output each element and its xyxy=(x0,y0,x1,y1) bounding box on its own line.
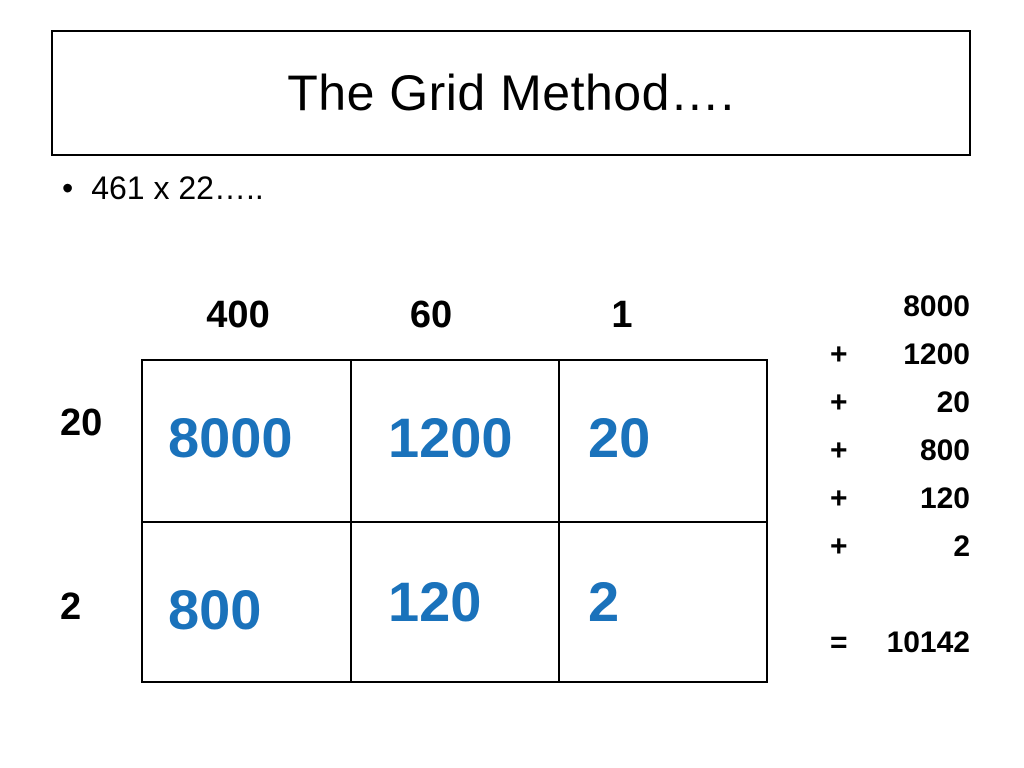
sum-operator: + xyxy=(830,338,848,371)
sum-operator: + xyxy=(830,434,848,467)
sum-total: 10142 xyxy=(886,626,970,659)
sum-line-2: + 1200 xyxy=(830,338,970,372)
sum-operator: + xyxy=(830,482,848,515)
grid-cell-r2-c2: 120 xyxy=(388,570,482,633)
sum-value: 800 xyxy=(919,434,970,467)
column-header-60: 60 xyxy=(409,294,453,336)
sum-value: 8000 xyxy=(903,290,970,323)
sum-line-5: + 120 xyxy=(830,482,970,516)
sum-total-line: = 10142 xyxy=(830,626,970,660)
sum-operator: + xyxy=(830,530,848,563)
grid-cell-r1-c1: 8000 xyxy=(168,406,293,469)
sum-line-3: + 20 xyxy=(830,386,970,420)
sum-equals: = xyxy=(830,626,848,659)
row-header-20: 20 xyxy=(60,402,103,444)
bullet-text: 461 x 22….. xyxy=(91,170,264,206)
sum-value: 1200 xyxy=(903,338,970,371)
sum-operator: + xyxy=(830,386,848,419)
sum-operator xyxy=(830,290,860,324)
bullet-item: • 461 x 22….. xyxy=(62,170,264,207)
sum-line-4: + 800 xyxy=(830,434,970,468)
sum-value: 120 xyxy=(919,482,970,515)
grid-cell-r2-c1: 800 xyxy=(168,578,262,641)
column-header-400: 400 xyxy=(206,294,270,336)
grid-cell-r2-c3: 2 xyxy=(588,570,620,633)
sum-value: 2 xyxy=(953,530,970,563)
slide-title: The Grid Method…. xyxy=(287,65,735,121)
row-header-2: 2 xyxy=(60,586,82,628)
grid-divider-horizontal xyxy=(143,521,766,523)
multiplication-grid: 8000 1200 20 800 120 2 xyxy=(141,359,768,683)
title-box: The Grid Method…. xyxy=(51,30,971,156)
sum-line-6: + 2 xyxy=(830,530,970,564)
sum-line-1: 8000 xyxy=(830,290,970,324)
column-header-1: 1 xyxy=(611,294,633,336)
grid-cell-r1-c3: 20 xyxy=(588,406,651,469)
bullet-dot-icon: • xyxy=(62,170,74,206)
sum-value: 20 xyxy=(936,386,970,419)
grid-cell-r1-c2: 1200 xyxy=(388,406,513,469)
